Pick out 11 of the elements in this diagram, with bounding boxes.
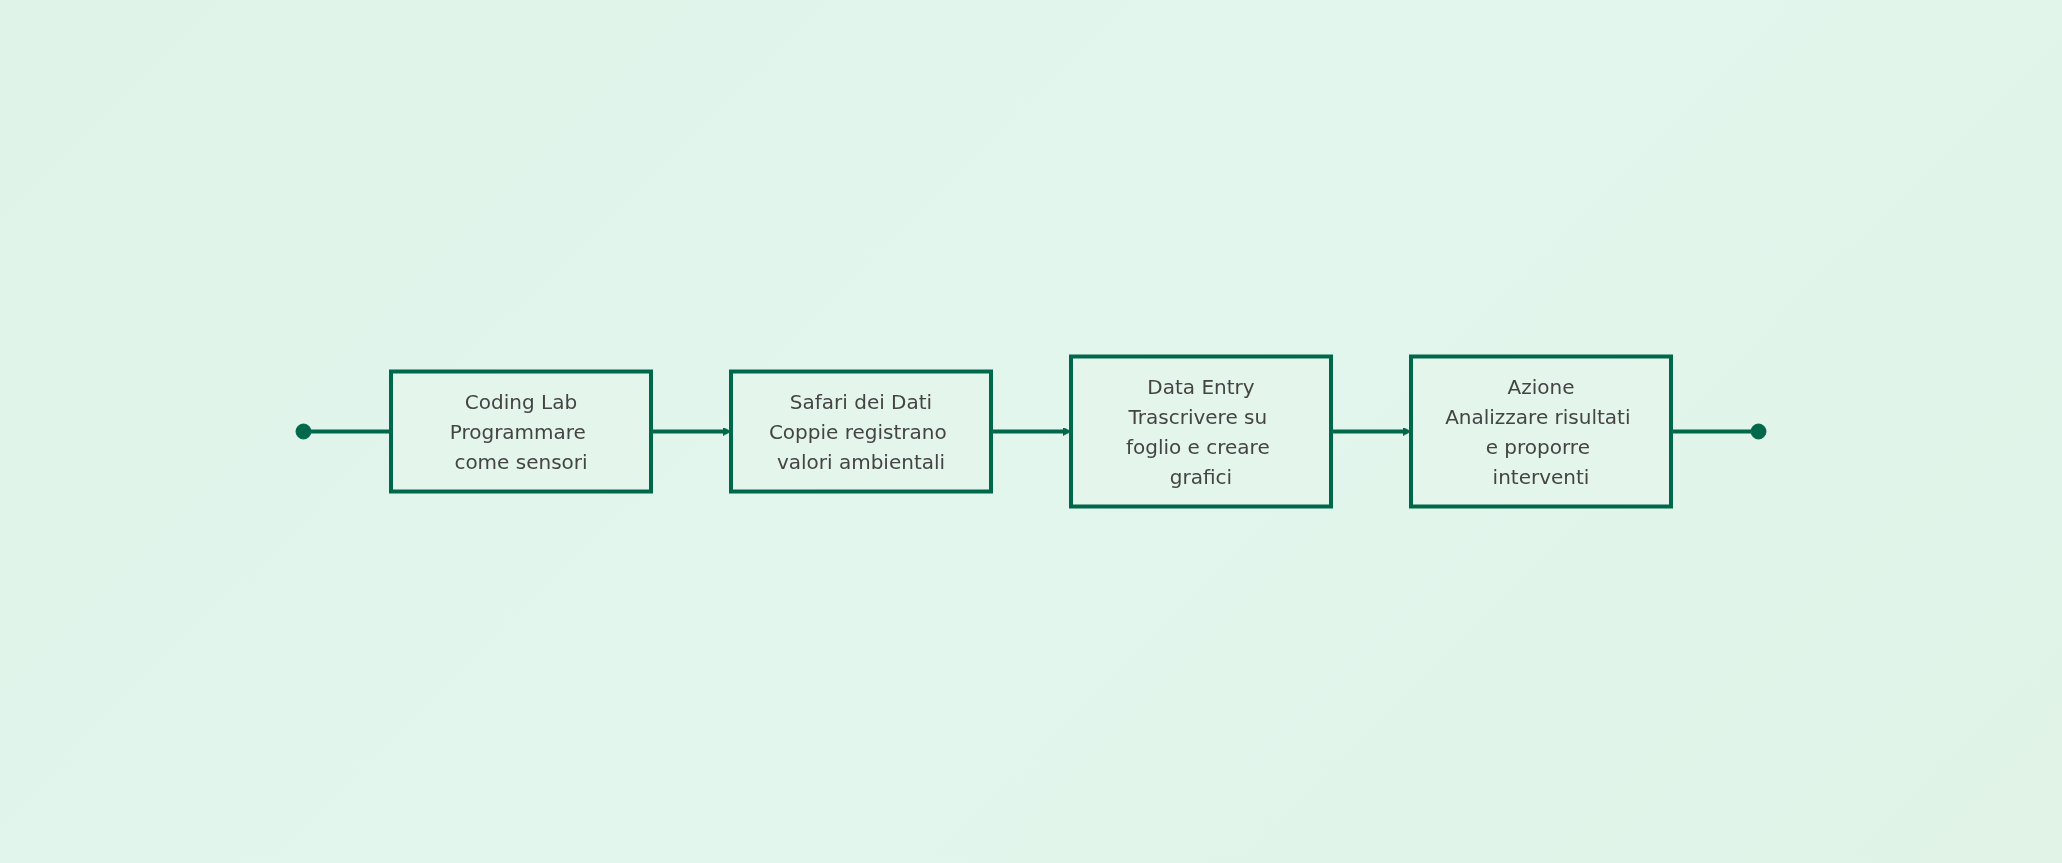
node-circle (1750, 423, 1767, 440)
arrow (1331, 427, 1412, 436)
node-box: Azione Analizzare risultati e proporre interventi (1409, 354, 1673, 509)
node-circle (295, 423, 312, 440)
node-box: Coding Lab Programmare come sensori (389, 369, 653, 494)
node-box: Data Entry Trascrivere su foglio e creare grafici (1069, 354, 1333, 509)
arrow (651, 427, 732, 436)
arrow (991, 427, 1072, 436)
connector (1671, 429, 1751, 434)
node-box: Safari dei Dati Coppie registrano valori ambientali (729, 369, 993, 494)
connector (311, 429, 391, 434)
